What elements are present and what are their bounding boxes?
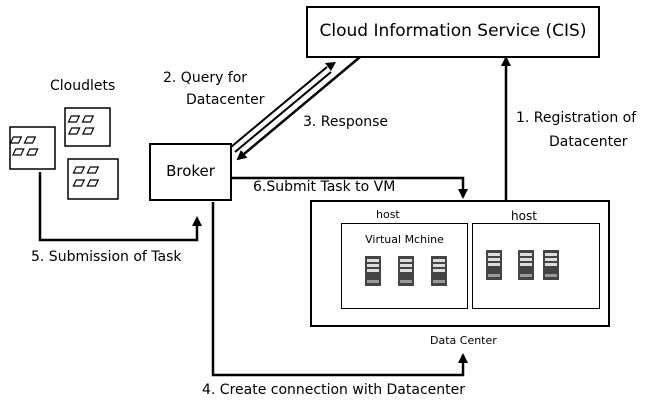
host-label: host [511,209,537,223]
cloudlet-task-icon [9,126,56,170]
server-icon [543,250,559,280]
server-icon [365,256,381,286]
query-label-2: Datacenter [186,92,265,108]
registration-label: 1. Registration of [516,110,637,126]
datacenter-label: Data Center [430,334,497,347]
query-label: 2. Query for [163,70,248,86]
host-label: host [376,208,400,221]
submit-vm-arrow [232,176,468,199]
cis-label: Cloud Information Service (CIS) [319,21,587,41]
response-label: 3. Response [303,114,389,130]
connection-arrow [211,202,468,377]
server-icon [398,256,414,286]
cloudlets-label: Cloudlets [50,78,116,94]
response-arrow [236,56,361,161]
connection-label: 4. Create connection with Datacenter [202,382,465,398]
server-icon [486,250,502,280]
cloudlet-task-icon [64,107,111,147]
cloudlet-task-icon [67,158,119,200]
cis-box [306,6,600,58]
broker-box [149,143,232,201]
broker-label: Broker [166,162,215,180]
query-arrow [230,62,336,153]
registration-label-2: Datacenter [549,134,628,150]
submit-vm-label: 6.Submit Task to VM [253,179,396,195]
vm-label: Virtual Mchine [365,233,444,246]
server-icon [518,250,534,280]
submission-label: 5. Submission of Task [31,249,182,265]
server-icon [431,256,447,286]
submission-arrow [38,172,202,242]
